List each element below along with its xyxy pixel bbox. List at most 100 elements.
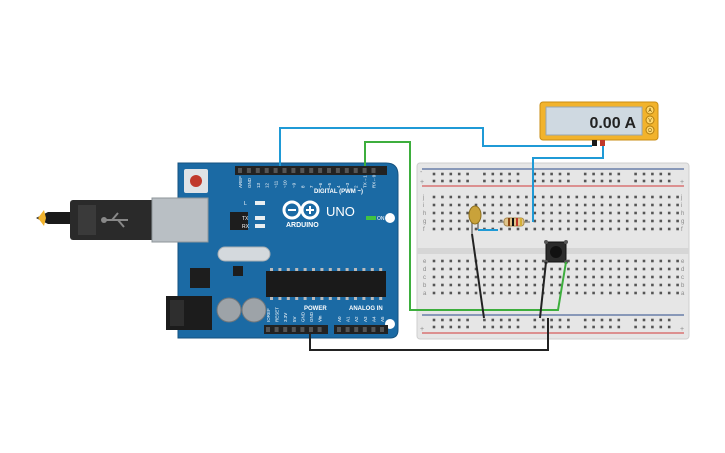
breadboard-hole[interactable] [466, 211, 469, 215]
breadboard-hole[interactable] [617, 219, 621, 223]
breadboard-hole[interactable] [642, 227, 646, 231]
breadboard-hole[interactable] [558, 203, 562, 207]
mode-button-a[interactable]: A [645, 105, 655, 115]
breadboard-hole[interactable] [541, 219, 545, 223]
rail-hole[interactable] [634, 318, 637, 322]
breadboard-hole[interactable] [533, 291, 537, 295]
wire-pin2-to-button[interactable] [364, 141, 567, 311]
breadboard-hole[interactable] [449, 291, 453, 295]
rail-hole[interactable] [441, 172, 444, 176]
breadboard-hole[interactable] [592, 275, 595, 279]
breadboard-hole[interactable] [508, 227, 511, 231]
breadboard-hole[interactable] [583, 211, 587, 215]
breadboard-hole[interactable] [642, 267, 646, 271]
breadboard-hole[interactable] [567, 195, 570, 199]
breadboard-hole[interactable] [499, 259, 503, 263]
breadboard-hole[interactable] [491, 275, 495, 279]
rail-hole[interactable] [592, 318, 595, 322]
breadboard-hole[interactable] [457, 275, 461, 279]
breadboard-hole[interactable] [642, 275, 646, 279]
breadboard-hole[interactable] [600, 203, 604, 207]
breadboard-hole[interactable] [667, 259, 671, 263]
breadboard-hole[interactable] [642, 211, 646, 215]
breadboard-hole[interactable] [550, 195, 553, 199]
breadboard-hole[interactable] [432, 219, 436, 223]
breadboard-hole[interactable] [625, 227, 629, 231]
breadboard-hole[interactable] [583, 267, 587, 271]
wires[interactable] [279, 127, 604, 351]
breadboard-hole[interactable] [609, 203, 612, 207]
analog-pin-socket[interactable] [337, 327, 341, 332]
rail-hole[interactable] [432, 172, 436, 176]
rail-hole[interactable] [483, 325, 486, 329]
power-pin-socket[interactable] [309, 327, 313, 332]
breadboard-hole[interactable] [667, 203, 671, 207]
rail-hole[interactable] [667, 325, 671, 329]
breadboard-hole[interactable] [609, 195, 612, 199]
multimeter[interactable]: 0.00 A A V Ω [539, 101, 659, 146]
rail-hole[interactable] [457, 325, 461, 329]
breadboard-hole[interactable] [483, 203, 486, 207]
breadboard-hole[interactable] [558, 267, 562, 271]
breadboard-hole[interactable] [558, 195, 562, 199]
breadboard-hole[interactable] [483, 195, 486, 199]
breadboard-hole[interactable] [617, 267, 621, 271]
breadboard-hole[interactable] [449, 267, 453, 271]
breadboard-hole[interactable] [558, 227, 562, 231]
breadboard-hole[interactable] [432, 211, 436, 215]
breadboard-hole[interactable] [634, 291, 637, 295]
breadboard-hole[interactable] [457, 219, 461, 223]
rail-hole[interactable] [583, 172, 587, 176]
breadboard-hole[interactable] [592, 211, 595, 215]
breadboard-hole[interactable] [449, 203, 453, 207]
rail-hole[interactable] [550, 318, 553, 322]
breadboard-hole[interactable] [600, 291, 604, 295]
digital-pin-socket[interactable] [282, 168, 287, 173]
wire-button-to-ground-rail[interactable] [539, 261, 547, 319]
breadboard-hole[interactable] [667, 283, 671, 287]
breadboard-hole[interactable] [642, 219, 646, 223]
breadboard-hole[interactable] [441, 219, 444, 223]
breadboard-hole[interactable] [457, 291, 461, 295]
pushbutton-component[interactable] [544, 240, 568, 264]
rail-hole[interactable] [600, 172, 604, 176]
breadboard-hole[interactable] [432, 259, 436, 263]
breadboard-hole[interactable] [575, 291, 579, 295]
digital-pin-socket[interactable] [255, 168, 260, 173]
breadboard-hole[interactable] [491, 283, 495, 287]
power-pin-socket[interactable] [317, 327, 322, 332]
breadboard-hole[interactable] [499, 219, 503, 223]
breadboard-hole[interactable] [449, 275, 453, 279]
multimeter-probe-a[interactable] [600, 140, 605, 146]
rail-hole[interactable] [466, 325, 469, 329]
breadboard-hole[interactable] [600, 259, 604, 263]
breadboard-hole[interactable] [600, 227, 604, 231]
breadboard-hole[interactable] [567, 211, 570, 215]
breadboard-hole[interactable] [533, 283, 537, 287]
rail-hole[interactable] [592, 172, 595, 176]
breadboard-hole[interactable] [676, 211, 679, 215]
rail-hole[interactable] [541, 172, 545, 176]
rail-hole[interactable] [541, 325, 545, 329]
breadboard-hole[interactable] [609, 219, 612, 223]
breadboard-hole[interactable] [441, 267, 444, 271]
breadboard-hole[interactable] [499, 283, 503, 287]
breadboard-hole[interactable] [491, 211, 495, 215]
rail-hole[interactable] [516, 179, 520, 183]
rail-hole[interactable] [642, 179, 646, 183]
digital-pin-socket[interactable] [353, 168, 358, 173]
breadboard-hole[interactable] [567, 275, 570, 279]
breadboard-hole[interactable] [474, 275, 478, 279]
breadboard-hole[interactable] [592, 203, 595, 207]
breadboard-hole[interactable] [592, 195, 595, 199]
breadboard-hole[interactable] [483, 283, 486, 287]
breadboard-hole[interactable] [483, 275, 486, 279]
breadboard-hole[interactable] [583, 275, 587, 279]
breadboard-hole[interactable] [609, 259, 612, 263]
breadboard-hole[interactable] [499, 203, 503, 207]
breadboard-hole[interactable] [550, 227, 553, 231]
digital-pin-socket[interactable] [362, 168, 367, 173]
rail-hole[interactable] [466, 318, 469, 322]
breadboard-hole[interactable] [550, 291, 553, 295]
